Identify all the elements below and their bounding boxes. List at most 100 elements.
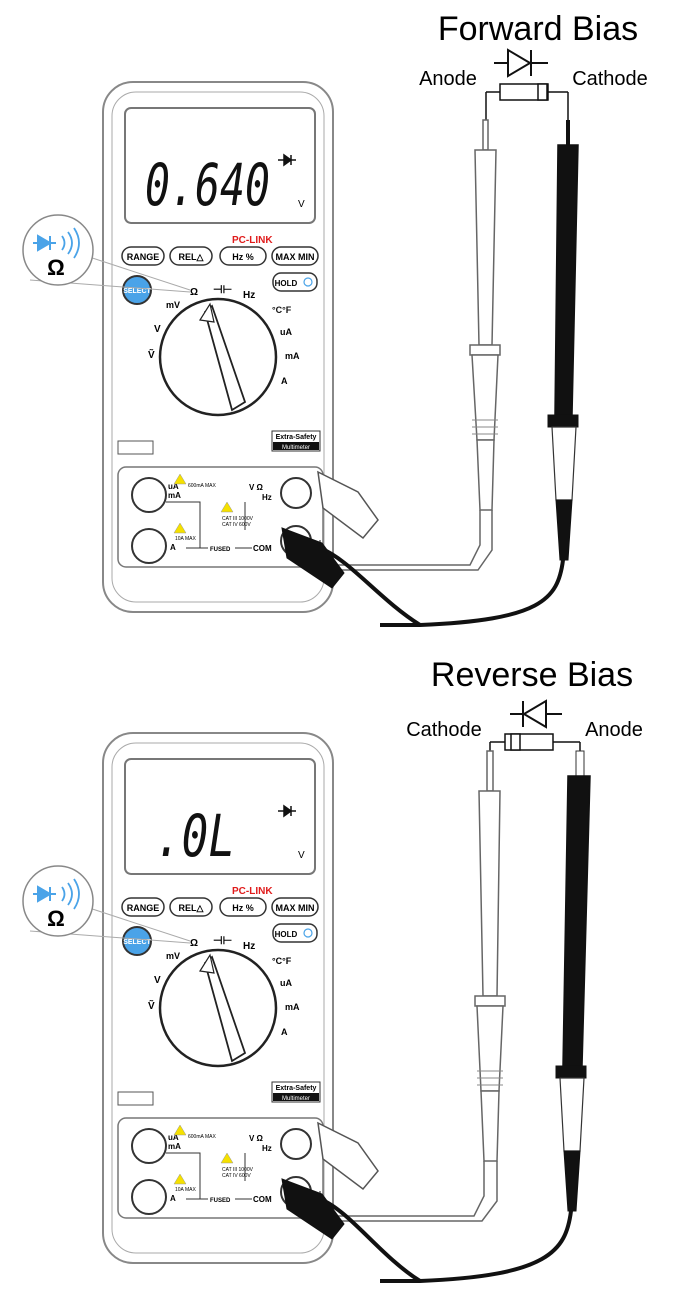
red-probe[interactable] [317, 750, 506, 1222]
svg-text:MAX MIN: MAX MIN [276, 903, 315, 913]
svg-text:SELECT: SELECT [123, 288, 151, 295]
dial-ohm-label: Ω [190, 938, 198, 949]
select-button[interactable]: SELECT [122, 926, 152, 956]
svg-text:HOLD: HOLD [275, 279, 298, 288]
left-terminal-label: Anode [419, 68, 477, 90]
lcd-display [124, 758, 316, 875]
dial-milliamp-label: mA [285, 351, 300, 361]
svg-text:REL△: REL△ [179, 903, 205, 913]
hold-button[interactable]: HOLD [272, 272, 318, 292]
ua-jack-label: uA [168, 482, 179, 491]
hz-percent-button[interactable]: Hz % [219, 897, 267, 917]
rel-button[interactable]: REL△ [169, 246, 213, 266]
model-label-plate [117, 1091, 154, 1106]
warning-icon [173, 473, 187, 485]
lcd-reading: .0L [155, 802, 235, 870]
dial-temperature-label: °C°F [272, 956, 292, 966]
warning-icon [220, 1152, 234, 1164]
v-ohm-jack[interactable] [280, 1128, 312, 1160]
jack-wiring [166, 1152, 252, 1200]
ua-ma-jack[interactable] [131, 1128, 167, 1164]
model-label-plate [117, 440, 154, 455]
extra-safety-badge: Extra-Safety Multimeter [271, 430, 321, 452]
v-ohm-jack[interactable] [280, 477, 312, 509]
warning-icon [173, 1173, 187, 1185]
diode-symbol [494, 48, 548, 78]
callout-ohm-symbol: Ω [47, 255, 65, 280]
dial-millivolt-label: mV [166, 951, 180, 961]
warning-icon [220, 501, 234, 513]
black-probe[interactable] [281, 120, 579, 627]
ua-ma-rating: 600mA MAX [188, 483, 216, 489]
v-ohm-label: V Ω [249, 483, 264, 492]
dial-hz-label: Hz [243, 290, 255, 301]
a-jack-label: A [170, 543, 176, 552]
svg-text:Multimeter: Multimeter [282, 445, 310, 451]
red-probe[interactable] [317, 119, 501, 571]
dial-microamp-label: uA [280, 978, 292, 988]
diode-indicator-icon [278, 153, 296, 167]
forward-bias-panel: Forward Bias Anode Cathode 0.640 V PC-LI… [22, 10, 648, 627]
svg-text:RANGE: RANGE [127, 252, 160, 262]
dial-ac-volt-label: Ṽ [148, 999, 155, 1012]
dial-amp-label: A [281, 376, 288, 386]
range-button[interactable]: RANGE [121, 246, 165, 266]
ua-jack-label: uA [168, 1133, 179, 1142]
svg-text:MAX MIN: MAX MIN [276, 252, 315, 262]
rotary-selector-dial[interactable] [158, 948, 278, 1068]
range-button[interactable]: RANGE [121, 897, 165, 917]
fused-label: FUSED [210, 1198, 231, 1204]
hz-jack-label: Hz [262, 493, 272, 502]
svg-text:Extra-Safety: Extra-Safety [276, 1085, 317, 1092]
rotary-selector-dial[interactable] [158, 297, 278, 417]
cat-rating-2: CAT IV 600V [222, 522, 251, 528]
black-probe[interactable] [281, 750, 591, 1283]
ua-ma-jack[interactable] [131, 477, 167, 513]
ua-ma-rating: 600mA MAX [188, 1134, 216, 1140]
a-jack[interactable] [131, 528, 167, 564]
select-button[interactable]: SELECT [122, 275, 152, 305]
dial-dc-volt-label: V [154, 324, 161, 335]
hz-percent-button[interactable]: Hz % [219, 246, 267, 266]
panel-title: Reverse Bias [431, 656, 633, 694]
hz-jack-label: Hz [262, 1144, 272, 1153]
max-min-button[interactable]: MAX MIN [271, 246, 319, 266]
diode-symbol [510, 699, 562, 729]
svg-text:RANGE: RANGE [127, 903, 160, 913]
dial-ohm-label: Ω [190, 287, 198, 298]
hold-button[interactable]: HOLD [272, 923, 318, 943]
diode-continuity-icon [33, 878, 80, 910]
input-jack-panel [117, 466, 324, 568]
rel-button[interactable]: REL△ [169, 897, 213, 917]
svg-text:REL△: REL△ [179, 252, 205, 262]
input-jack-panel [117, 1117, 324, 1219]
dial-milliamp-label: mA [285, 1002, 300, 1012]
svg-text:Multimeter: Multimeter [282, 1096, 310, 1102]
max-min-button[interactable]: MAX MIN [271, 897, 319, 917]
dial-microamp-label: uA [280, 327, 292, 337]
dial-capacitance-label: ⊣⊢ [213, 283, 232, 296]
cat-rating-1: CAT III 1000V [222, 516, 254, 522]
cat-rating-1: CAT III 1000V [222, 1167, 254, 1173]
backlight-icon [303, 928, 313, 938]
a-rating: 10A MAX [175, 1187, 197, 1193]
svg-text:SELECT: SELECT [123, 939, 151, 946]
diode-indicator-icon [278, 804, 296, 818]
lcd-unit: V [298, 199, 305, 210]
diode-component [485, 83, 569, 135]
dial-ac-volt-label: Ṽ [148, 348, 155, 361]
warning-icon [173, 522, 187, 534]
extra-safety-badge: Extra-Safety Multimeter [271, 1081, 321, 1103]
svg-text:HOLD: HOLD [275, 930, 298, 939]
reverse-bias-diagram: Reverse Bias Cathode Anode .0L V PC-LINK… [22, 656, 643, 1283]
a-jack[interactable] [131, 1179, 167, 1215]
dial-millivolt-label: mV [166, 300, 180, 310]
fused-label: FUSED [210, 547, 231, 553]
svg-text:Hz %: Hz % [232, 252, 254, 262]
ma-jack-label: mA [168, 491, 181, 500]
dial-capacitance-label: ⊣⊢ [213, 934, 232, 947]
right-terminal-label: Anode [585, 719, 643, 741]
panel-title: Forward Bias [438, 10, 638, 48]
dial-amp-label: A [281, 1027, 288, 1037]
lcd-display [124, 107, 316, 224]
